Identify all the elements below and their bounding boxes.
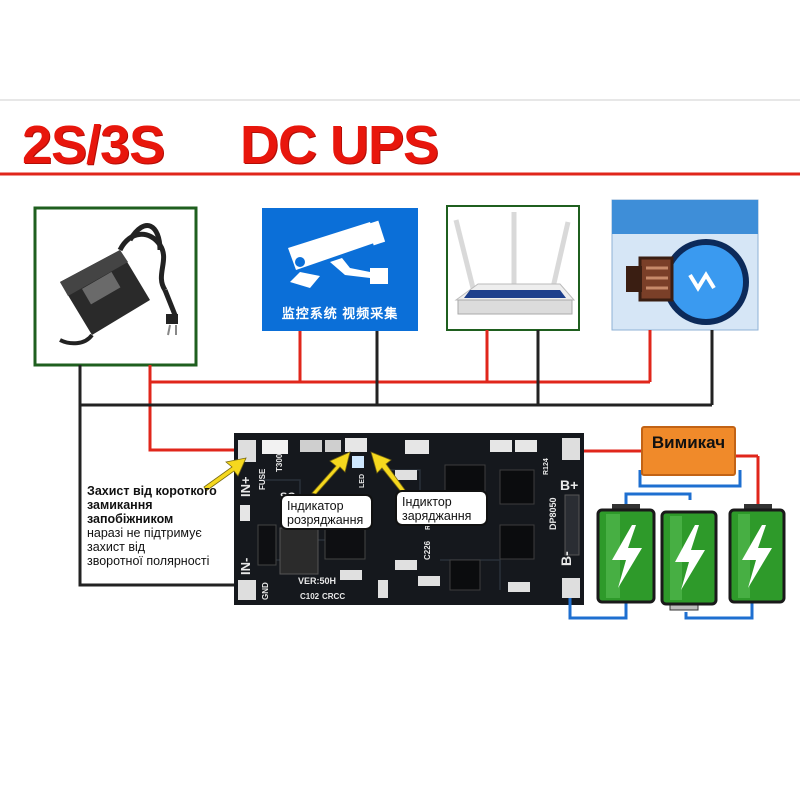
adapter-box <box>35 208 196 365</box>
board-label-b-minus: B- <box>558 551 574 566</box>
discharge-indicator-callout: Індикатор розряджання <box>280 494 373 530</box>
board-label-dp8050: DP8050 <box>548 497 558 530</box>
charge-indicator-callout: Індиктор заряджання <box>395 490 488 526</box>
protection-note: Захист від короткого замикання запобіжни… <box>87 484 232 568</box>
switch-label: Вимикач <box>643 433 734 453</box>
board-label-in-plus: IN+ <box>238 476 253 497</box>
board-label-c102: C102 <box>300 592 320 601</box>
router-box <box>447 206 579 330</box>
board-label-in-minus: IN- <box>238 558 253 575</box>
protection-line-1: Захист від короткого замикання <box>87 484 217 512</box>
board-label-c226: C226 <box>423 540 432 560</box>
red-wires <box>150 330 650 450</box>
board-label-ver: VER:50H <box>298 576 336 586</box>
board-label-crcc: CRCC <box>322 592 345 601</box>
switch-box: Вимикач <box>641 426 736 476</box>
protection-line-2: запобіжником <box>87 512 173 526</box>
board-label-gnd: GND <box>261 582 270 600</box>
discharge-indicator-label: Індикатор розряджання <box>287 499 363 527</box>
board-label-led: LED <box>359 474 366 488</box>
battery-2-icon <box>662 512 716 610</box>
camera-caption: 监控系统 视频采集 <box>262 303 418 322</box>
board-label-b-plus: B+ <box>560 477 578 493</box>
protection-line-3: наразі не підтримує захист від <box>87 526 232 554</box>
battery-3-icon <box>730 504 784 602</box>
battery-1-icon <box>598 504 654 602</box>
protection-line-4: зворотної полярності <box>87 554 232 568</box>
charge-indicator-label: Індиктор заряджання <box>402 495 471 523</box>
board-label-t300: T300 <box>275 453 284 472</box>
board-label-fuse: FUSE <box>258 468 267 490</box>
board-label-r124: R124 <box>543 458 550 475</box>
lamp-box <box>612 200 758 330</box>
